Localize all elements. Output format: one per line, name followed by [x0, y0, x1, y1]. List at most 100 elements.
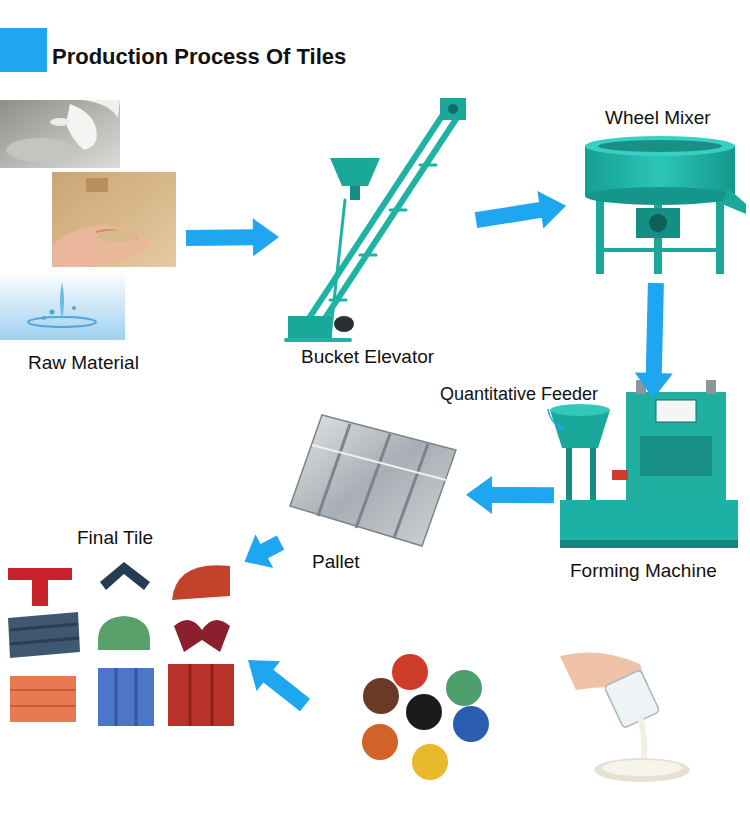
illustration-part [640, 436, 712, 476]
illustration-part [50, 310, 55, 315]
illustration-part [602, 760, 682, 776]
illustration-part [8, 568, 72, 606]
part-label: Quantitative Feeder [440, 383, 598, 405]
diagram-title: Production Process Of Tiles [52, 44, 346, 70]
illustration-part [722, 188, 746, 214]
flow-arrow [186, 218, 279, 256]
illustration-part [84, 100, 120, 118]
illustration-part [174, 620, 230, 652]
illustration-part [420, 164, 436, 167]
illustration-part [585, 187, 735, 205]
machine-node: Raw Material [0, 100, 180, 378]
illustration-part [406, 694, 442, 730]
illustration-part [604, 670, 660, 729]
illustration-part [296, 110, 446, 338]
illustration-part [286, 338, 350, 342]
illustration-part [115, 668, 118, 726]
title-marker [0, 28, 47, 72]
illustration-part [360, 254, 376, 257]
illustration-part [318, 424, 350, 516]
illustration-part [560, 540, 738, 548]
illustration-part [412, 744, 448, 780]
illustration-part [86, 178, 108, 192]
illustration-part [312, 110, 462, 338]
illustration-part [189, 664, 192, 726]
illustration-part [72, 306, 76, 310]
illustration-part [590, 448, 596, 500]
illustration-part [10, 689, 76, 691]
illustration-part [211, 664, 214, 726]
illustration-part [10, 676, 76, 722]
illustration-part [60, 282, 64, 320]
wheel-mixer-drawing [585, 136, 746, 274]
illustration-part [636, 208, 680, 238]
illustration-part [596, 192, 604, 274]
illustration-part [453, 706, 489, 742]
illustration-part [350, 186, 360, 200]
pallet-drawing [290, 415, 456, 546]
flow-arrow [635, 283, 673, 399]
illustration-part [706, 380, 716, 394]
node-label: Forming Machine [570, 560, 717, 582]
flow-arrow [475, 191, 566, 229]
illustration-part [288, 316, 332, 340]
illustration-part [330, 299, 346, 302]
illustration-part [334, 316, 354, 332]
illustration-part [50, 118, 70, 126]
illustration-part [8, 612, 80, 658]
illustration-part [626, 392, 726, 502]
illustration-part [172, 565, 230, 600]
flow-arrow [245, 534, 285, 568]
illustration-part [100, 562, 150, 590]
node-label: Raw Material [28, 352, 139, 374]
machine-node: Final Tile [0, 525, 240, 730]
title-holder: Production Process Of Tiles [52, 44, 346, 70]
machine-node: Wheel Mixer [572, 105, 744, 277]
forming-machine-drawing [548, 380, 738, 548]
node-label: Bucket Elevator [301, 346, 434, 368]
illustration-part [98, 230, 138, 242]
node-label: Wheel Mixer [605, 107, 711, 129]
illustration-part [446, 670, 482, 706]
illustration-part [135, 668, 138, 726]
liquid-additive-photo [560, 652, 690, 782]
cement-photo [0, 100, 120, 168]
flow-arrow [466, 476, 554, 514]
water-photo [0, 270, 125, 340]
illustration-part [560, 500, 738, 544]
illustration-part [0, 270, 125, 340]
illustration-part [42, 316, 46, 320]
illustration-part [392, 654, 428, 690]
illustration-part [10, 624, 78, 630]
label-holder: Quantitative Feeder [440, 383, 598, 405]
illustration-part [585, 136, 735, 156]
node-label: Final Tile [77, 527, 153, 549]
illustration-part [330, 158, 380, 186]
illustration-part [548, 409, 564, 428]
illustration-part [10, 705, 76, 707]
illustration-part [596, 248, 724, 252]
machine-node: Bucket Elevator [285, 100, 470, 372]
illustration-part [394, 444, 428, 538]
machine-node: Forming Machine [560, 405, 742, 587]
sand-photo [52, 172, 176, 267]
illustration-part [640, 716, 645, 760]
illustration-part [612, 470, 628, 480]
bucket-elevator-drawing [286, 98, 466, 340]
illustration-part [598, 140, 722, 152]
machine-node: Pallet [285, 410, 460, 578]
illustration-part [390, 209, 406, 212]
additive-arrow [248, 660, 310, 711]
illustration-part [98, 668, 154, 726]
illustration-part [557, 424, 564, 431]
node-label: Pallet [312, 551, 360, 573]
illustration-part [98, 616, 150, 650]
illustration-part [649, 214, 667, 232]
illustration-part [566, 448, 572, 500]
illustration-part [363, 678, 399, 714]
illustration-part [6, 138, 74, 162]
illustration-part [362, 724, 398, 760]
illustration-part [52, 172, 176, 267]
illustration-part [550, 404, 610, 416]
illustration-part [10, 638, 79, 644]
